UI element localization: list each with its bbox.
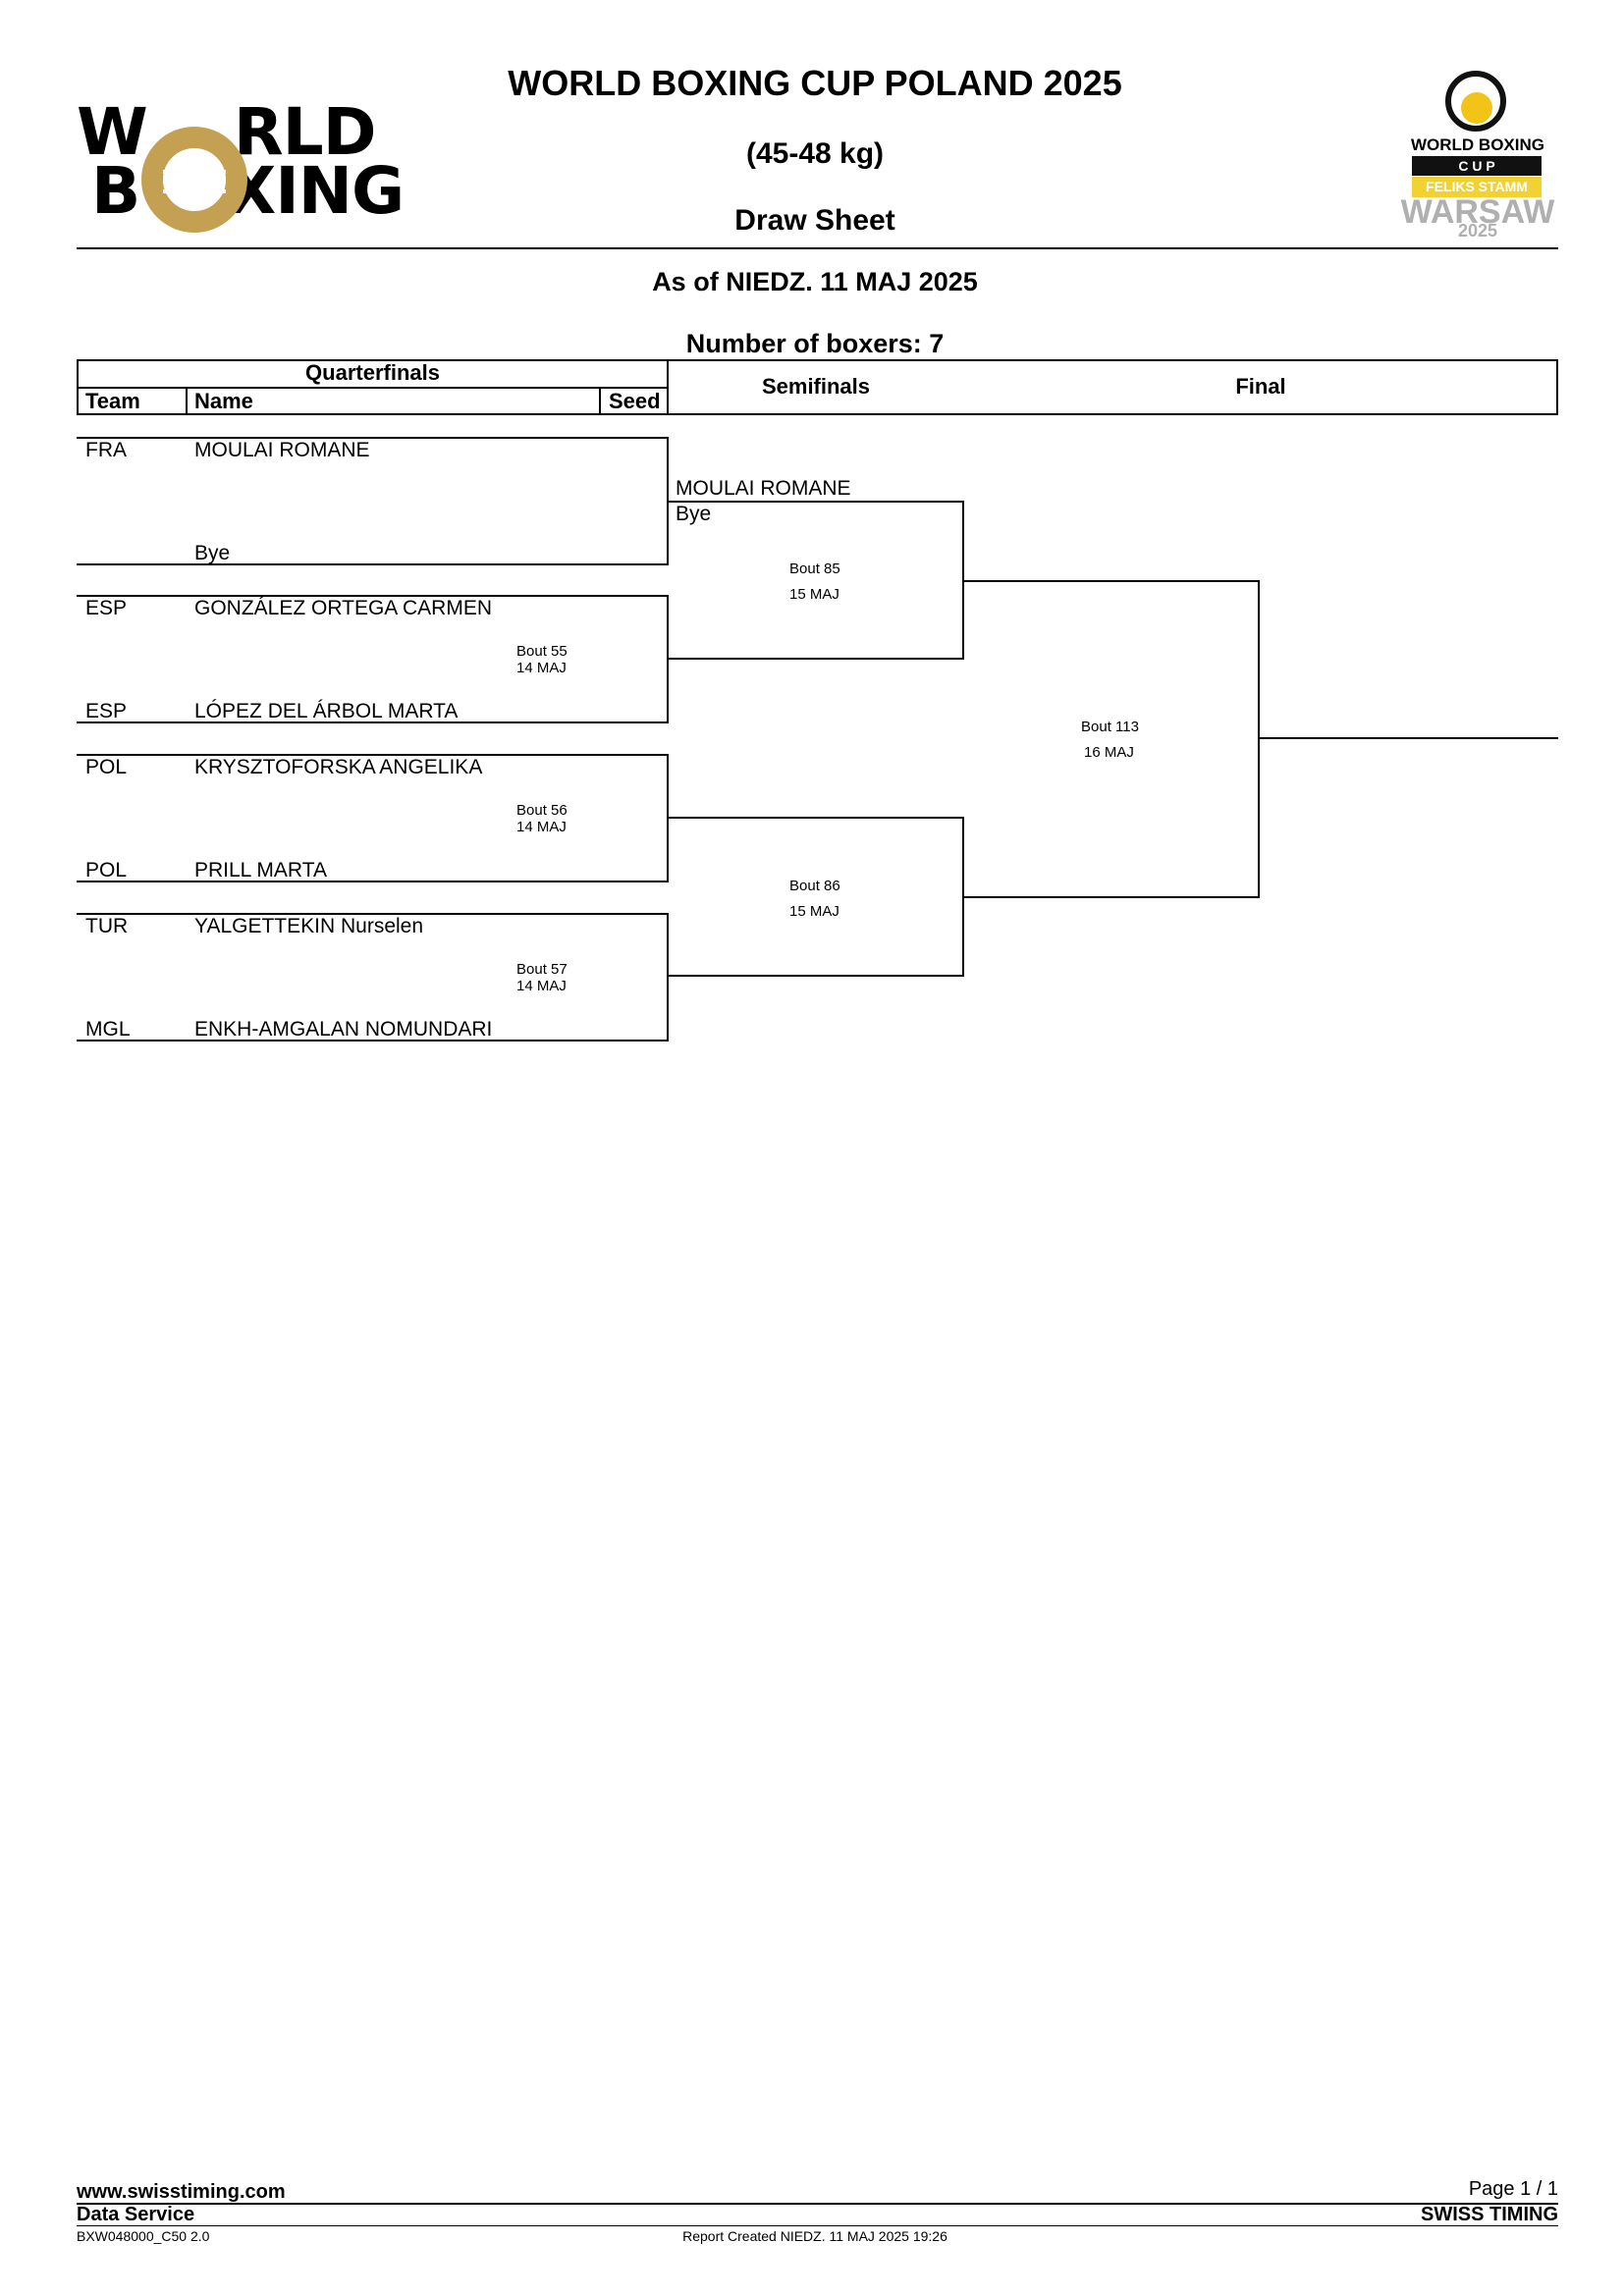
- qf-team: ESP: [85, 597, 128, 619]
- final-bout-number: Bout 113: [1081, 719, 1139, 735]
- cup-logo-city: WARSAW: [1400, 193, 1555, 231]
- logo-text-xing: XING: [226, 153, 405, 229]
- footer-brand: SWISS TIMING: [1421, 2204, 1558, 2225]
- qf-name: YALGETTEKIN Nurselen: [194, 915, 424, 937]
- footer-report-created: Report Created NIEDZ. 11 MAJ 2025 19:26: [682, 2228, 947, 2244]
- sf-bout-date: 15 MAJ: [789, 903, 839, 920]
- boxers-count: Number of boxers: 7: [685, 329, 945, 358]
- qf-name: KRYSZTOFORSKA ANGELIKA: [194, 756, 483, 778]
- winner-line: [1260, 737, 1558, 739]
- qf-team: TUR: [85, 915, 129, 937]
- qf-team: POL: [85, 756, 128, 778]
- logo-text-rld: RLD: [233, 94, 377, 170]
- world-boxing-cup-logo: WORLD BOXING C U P FELIKS STAMM WARSAW 2…: [1394, 61, 1561, 242]
- qf-name: GONZÁLEZ ORTEGA CARMEN: [194, 597, 492, 619]
- header-rule: [77, 247, 1558, 249]
- qf-name: PRILL MARTA: [194, 859, 327, 881]
- final-header: Final: [1235, 374, 1286, 399]
- cup-logo-cup: C U P: [1412, 156, 1542, 176]
- seed-column-header: Seed: [609, 389, 661, 413]
- qf-team: ESP: [85, 700, 128, 722]
- team-column-header: Team: [85, 389, 140, 413]
- qf-bout-date: 14 MAJ: [516, 660, 567, 676]
- sf-bout-number: Bout 85: [789, 561, 840, 577]
- sheet-type: Draw Sheet: [734, 204, 895, 237]
- qf-bout-date: 14 MAJ: [516, 978, 567, 994]
- logo-letter-b: B: [91, 153, 140, 229]
- page-title: WORLD BOXING CUP POLAND 2025: [508, 63, 1122, 103]
- qf-name: ENKH-AMGALAN NOMUNDARI: [194, 1018, 493, 1041]
- cup-yellow-circle-icon: [1461, 92, 1492, 124]
- qf-bout-number: Bout 56: [516, 802, 568, 819]
- qf-team: POL: [85, 859, 128, 881]
- qf-bout-number: Bout 55: [516, 643, 568, 660]
- semifinals-header: Semifinals: [761, 374, 871, 399]
- qf-name: LÓPEZ DEL ÁRBOL MARTA: [194, 700, 459, 722]
- cup-logo-feliks: FELIKS STAMM: [1412, 177, 1542, 197]
- quarterfinals-header: Quarterfinals: [305, 360, 440, 385]
- logo-ring-icon: [141, 127, 247, 233]
- weight-class: (45-48 kg): [745, 137, 885, 170]
- sf-advanced-note: Bye: [676, 503, 712, 525]
- footer-website: www.swisstiming.com: [77, 2181, 286, 2203]
- footer-service: Data Service: [77, 2204, 195, 2225]
- qf-team: FRA: [85, 439, 127, 461]
- sf-bout-number: Bout 86: [789, 878, 840, 894]
- final-bout-date: 16 MAJ: [1084, 744, 1134, 761]
- name-column-header: Name: [194, 389, 253, 413]
- footer-report-code: BXW048000_C50 2.0: [77, 2228, 210, 2244]
- qf-name-bye: Bye: [194, 542, 231, 564]
- qf-team: MGL: [85, 1018, 131, 1041]
- sf-advanced-name: MOULAI ROMANE: [676, 477, 851, 500]
- cup-logo-title: WORLD BOXING: [1411, 135, 1544, 154]
- cup-logo-year: 2025: [1457, 221, 1498, 240]
- as-of-date: As of NIEDZ. 11 MAJ 2025: [652, 267, 978, 296]
- footer-page-number: Page 1 / 1: [1468, 2178, 1558, 2200]
- qf-name: MOULAI ROMANE: [194, 439, 370, 461]
- world-boxing-logo: W RLD B XING: [77, 61, 430, 233]
- cup-ring-icon: [1445, 71, 1506, 132]
- qf-bout-number: Bout 57: [516, 961, 568, 978]
- logo-letter-w: W: [77, 94, 148, 170]
- qf-bout-date: 14 MAJ: [516, 819, 567, 835]
- sf-bout-date: 15 MAJ: [789, 586, 839, 603]
